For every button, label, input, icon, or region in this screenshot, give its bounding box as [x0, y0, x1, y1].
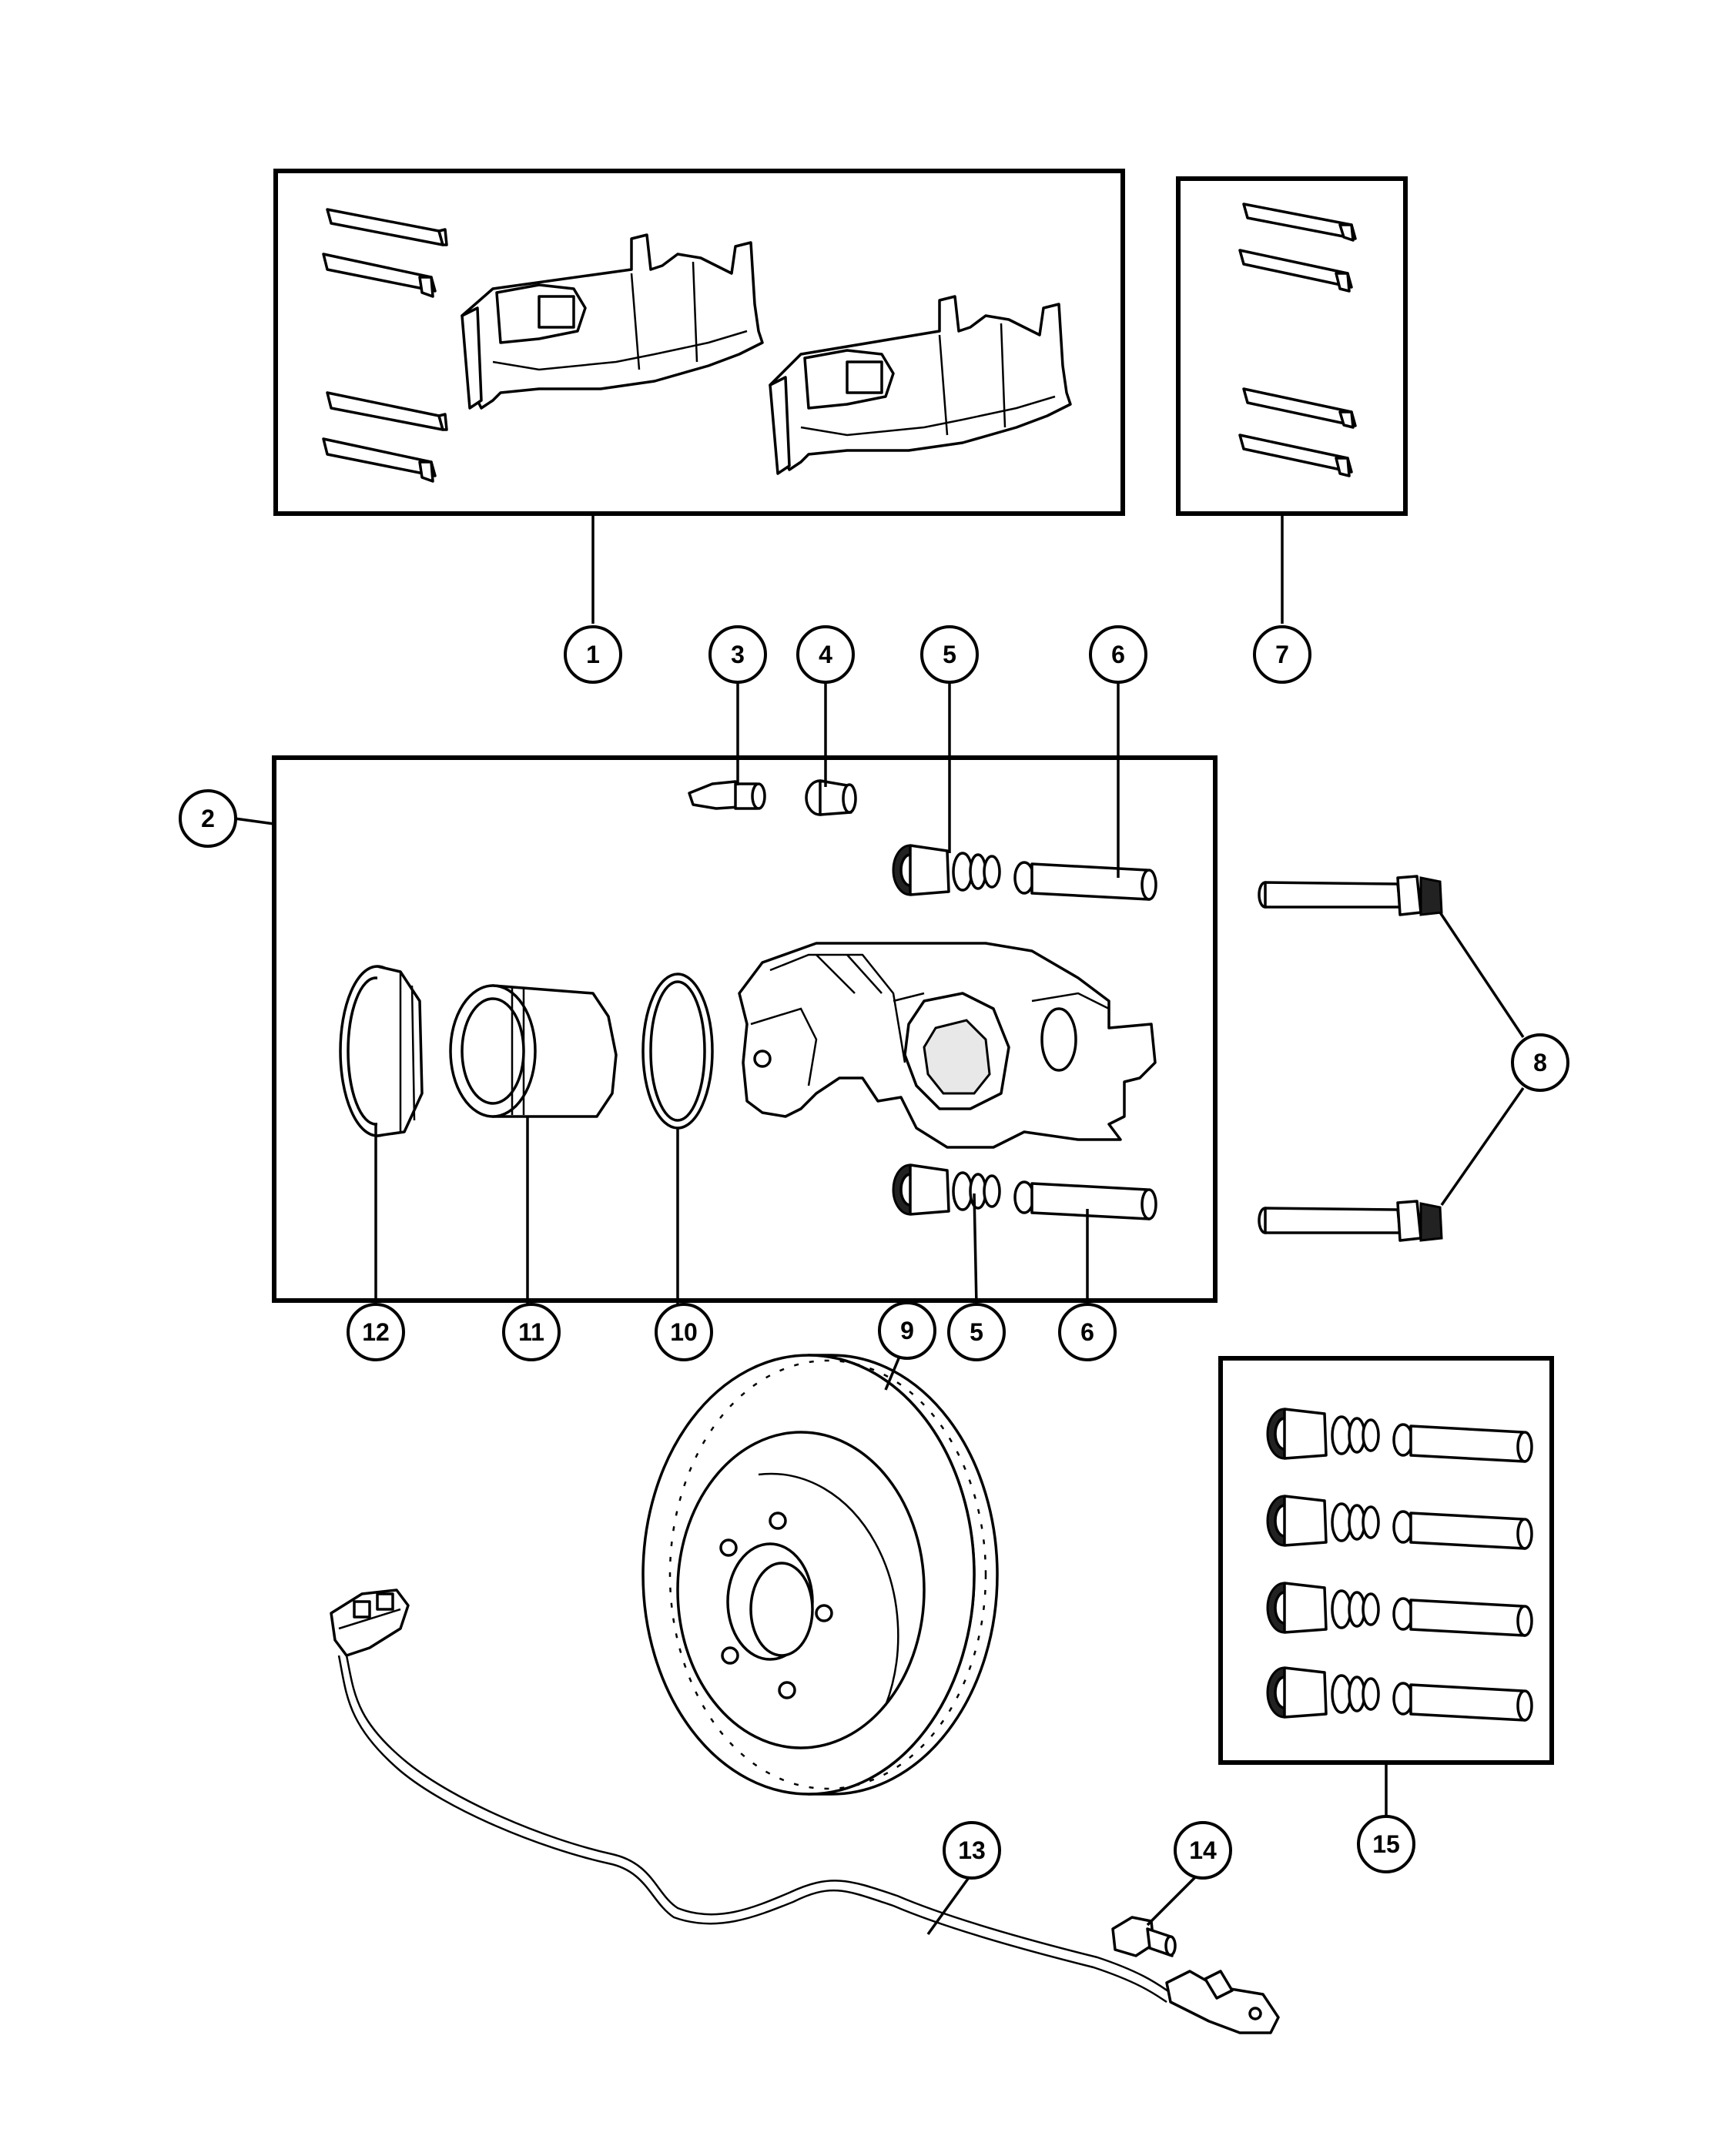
- caliper-assembly-frame: [272, 755, 1218, 1303]
- callout-5-lower: 5: [947, 1303, 1006, 1361]
- callout-1: 1: [564, 625, 622, 684]
- callout-6-upper: 6: [1089, 625, 1147, 684]
- callout-6-upper-label: 6: [1111, 641, 1125, 668]
- callout-4-label: 4: [819, 641, 832, 668]
- guide-pin-boot: [892, 844, 1001, 896]
- dust-boot: [339, 965, 424, 1137]
- pad-clip: [322, 437, 437, 483]
- caliper-guide-bolt: [1258, 875, 1443, 916]
- guide-pin-set: [1266, 1408, 1533, 1463]
- callout-3-label: 3: [731, 641, 745, 668]
- callout-2-label: 2: [201, 805, 215, 832]
- callout-9-label: 9: [900, 1317, 914, 1344]
- callout-15: 15: [1357, 1815, 1415, 1873]
- clip: [1238, 434, 1353, 477]
- callout-13-label: 13: [958, 1836, 986, 1864]
- callout-5-lower-label: 5: [970, 1318, 983, 1346]
- guide-pin-kit: [1266, 1408, 1533, 1722]
- guide-pin-set: [1266, 1582, 1533, 1637]
- clip-set-frame: [1176, 176, 1408, 516]
- bleeder-cap: [805, 779, 857, 816]
- callout-5-upper-label: 5: [943, 641, 956, 668]
- brake-pad: [461, 233, 764, 410]
- wear-sensor-harness: [330, 1589, 1280, 2034]
- clip: [1242, 203, 1357, 242]
- pad-clip: [326, 208, 448, 246]
- callout-10: 10: [655, 1303, 713, 1361]
- caliper-piston: [449, 984, 618, 1118]
- pad-clip: [322, 253, 437, 298]
- brake-rotor: [641, 1354, 999, 1796]
- callout-10-label: 10: [670, 1318, 698, 1346]
- callout-12: 12: [347, 1303, 405, 1361]
- brake-pad-kit-frame: [273, 169, 1125, 516]
- guide-pin-boot: [892, 1163, 1001, 1216]
- clip: [1242, 387, 1357, 429]
- callout-13: 13: [943, 1821, 1001, 1880]
- callout-1-label: 1: [586, 641, 600, 668]
- callout-11-label: 11: [518, 1318, 544, 1346]
- callout-6-lower-label: 6: [1080, 1318, 1094, 1346]
- callout-8: 8: [1511, 1033, 1569, 1092]
- piston-seal: [641, 973, 714, 1130]
- bleeder-screw: [688, 780, 766, 810]
- callout-14-label: 14: [1189, 1836, 1217, 1864]
- guide-pin-set: [1266, 1666, 1533, 1722]
- callout-7-label: 7: [1275, 641, 1289, 668]
- pad-clip: [326, 391, 448, 431]
- callout-5-upper: 5: [920, 625, 979, 684]
- callout-8-label: 8: [1533, 1049, 1547, 1076]
- callout-12-label: 12: [362, 1318, 390, 1346]
- callout-7: 7: [1253, 625, 1311, 684]
- caliper-body: [738, 942, 1157, 1149]
- guide-pin-bushing: [1013, 1180, 1157, 1220]
- callout-6-lower: 6: [1058, 1303, 1117, 1361]
- sensor-bolt: [1111, 1916, 1177, 1957]
- callout-4: 4: [796, 625, 855, 684]
- sensor-tip: [1165, 1970, 1280, 2034]
- guide-pin-bushing: [1013, 861, 1157, 901]
- guide-pin-set: [1266, 1495, 1533, 1550]
- brake-pad: [769, 295, 1072, 475]
- callout-15-label: 15: [1372, 1830, 1400, 1858]
- anti-rattle-clip-set: [1238, 203, 1357, 477]
- sensor-connector: [330, 1589, 410, 1657]
- callout-11: 11: [502, 1303, 561, 1361]
- leader-lines: [234, 514, 1525, 1936]
- caliper-guide-bolt: [1258, 1200, 1443, 1242]
- callout-3: 3: [708, 625, 767, 684]
- callout-14: 14: [1174, 1821, 1232, 1880]
- callout-2: 2: [179, 789, 237, 848]
- brake-pad-kit: [322, 208, 1072, 483]
- clip: [1238, 249, 1353, 293]
- callout-9: 9: [878, 1301, 936, 1360]
